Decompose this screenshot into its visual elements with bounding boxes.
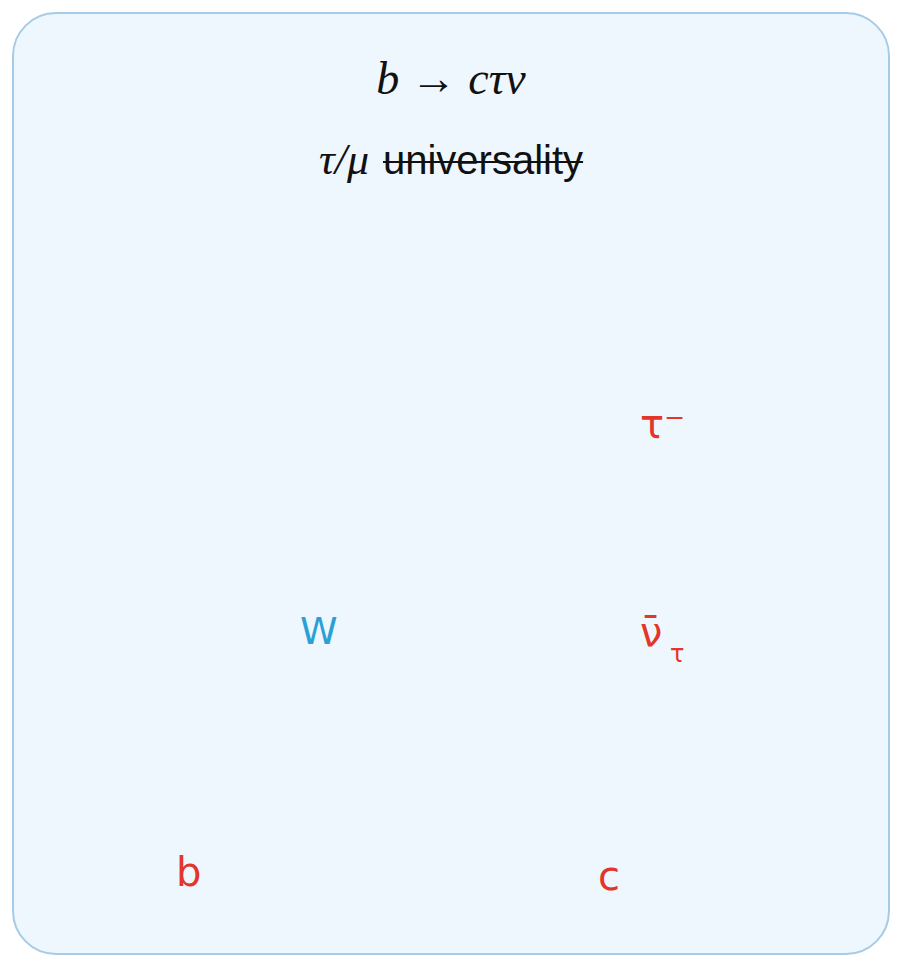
boson-label: W	[300, 612, 338, 650]
lepton-label: τ⁻	[640, 404, 685, 444]
text-row: τ/μ universality	[14, 134, 888, 185]
struck-word: universality	[383, 138, 583, 183]
ratio-label: τ/μ	[319, 134, 369, 185]
neutrino-label: ν̄	[640, 612, 662, 652]
quark-label: b	[176, 852, 201, 892]
text-row: b → cτν	[14, 52, 888, 105]
neutrino-subscript: τ	[670, 642, 684, 666]
process-title: b → cτν	[376, 52, 525, 105]
quark-label: c	[598, 856, 620, 896]
rounded-card: b → cτντ/μ universality	[12, 12, 890, 955]
